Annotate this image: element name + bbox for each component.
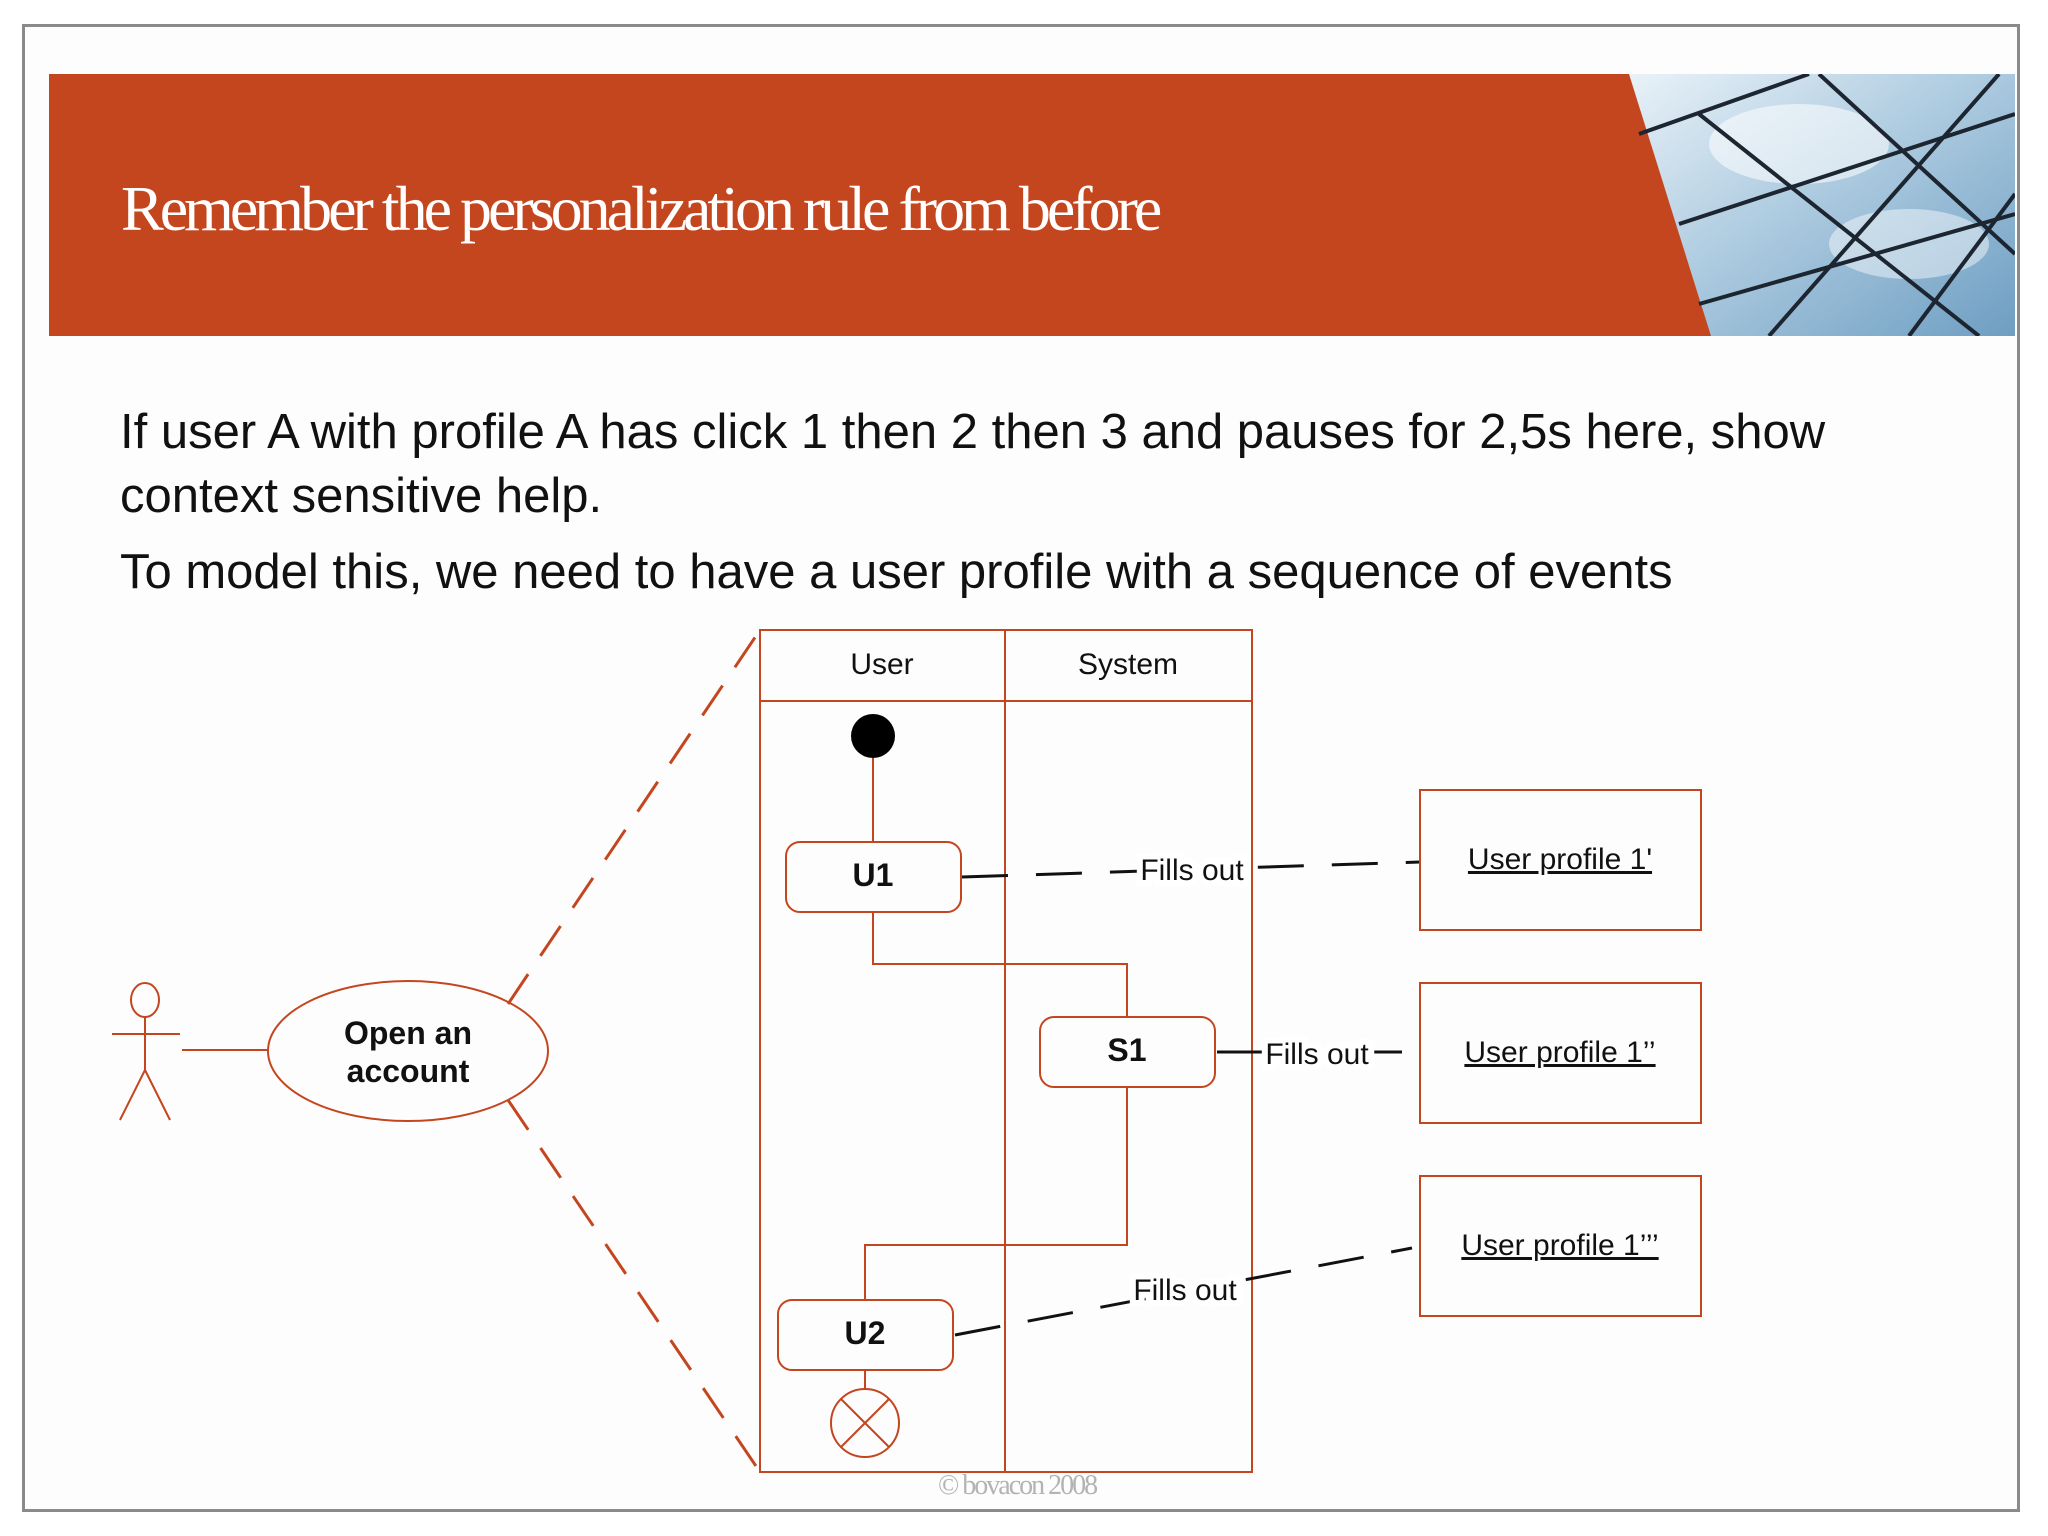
user-profile-label-2: User profile 1’’ <box>1464 1036 1655 1069</box>
zoom-line-bottom <box>508 1100 760 1472</box>
swimlane-frame <box>760 630 1252 1472</box>
zoom-line-top <box>508 630 760 1004</box>
copyright-footer: © bovacon 2008 <box>938 1470 1096 1502</box>
fills-out-label-2: Fills out <box>1265 1038 1369 1071</box>
fills-out-label-1: Fills out <box>1140 854 1244 887</box>
swimlane-system-label: System <box>1078 648 1178 681</box>
control-flow-lines <box>865 736 1127 1389</box>
use-case-ellipse <box>268 981 548 1121</box>
action-u1-label: U1 <box>853 857 894 893</box>
fills-out-label-3: Fills out <box>1133 1274 1237 1307</box>
action-s1-label: S1 <box>1107 1032 1146 1068</box>
user-profile-label-3: User profile 1’’’ <box>1461 1229 1658 1262</box>
use-case-label: Open an <box>344 1015 472 1051</box>
final-node <box>831 1389 899 1457</box>
actor-figure <box>112 983 268 1120</box>
initial-node <box>851 714 895 758</box>
user-profile-label-1: User profile 1' <box>1468 843 1652 876</box>
action-u2-label: U2 <box>845 1315 886 1351</box>
swimlane-user-label: User <box>850 648 913 681</box>
dependency-lines <box>955 862 1420 1335</box>
use-case-label-2: account <box>347 1053 470 1089</box>
